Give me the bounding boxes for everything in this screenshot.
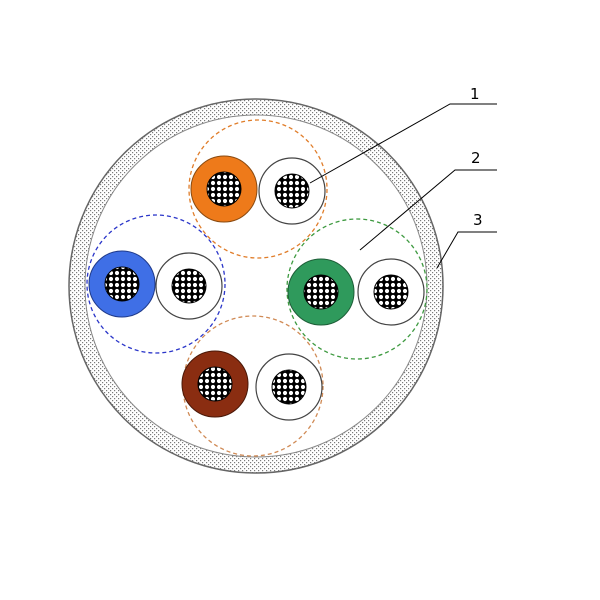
leader-2 <box>359 169 497 251</box>
brown-white-wire <box>255 353 323 421</box>
orange-pair <box>190 155 326 225</box>
conductor <box>274 173 310 209</box>
brown-wire <box>181 350 249 418</box>
conductor <box>303 274 339 310</box>
leader-3 <box>436 231 497 269</box>
conductor <box>104 266 140 302</box>
blue-pair-outline <box>86 214 226 354</box>
leader-1 <box>309 103 497 184</box>
orange-wire <box>190 155 258 223</box>
conductor <box>171 268 207 304</box>
orange-pair-outline <box>188 119 328 259</box>
callout-label-2: 2 <box>471 149 481 167</box>
callout-label-1: 1 <box>470 85 480 103</box>
callout-leaders <box>309 103 497 269</box>
green-pair-outline <box>286 218 428 360</box>
conductor <box>271 369 307 405</box>
outer-jacket <box>68 98 444 474</box>
conductor <box>206 171 242 207</box>
brown-pair <box>181 350 323 421</box>
blue-pair <box>88 250 223 320</box>
conductor <box>197 366 233 402</box>
green-pair <box>287 258 425 326</box>
orange-white-wire <box>258 157 326 225</box>
blue-white-wire <box>155 252 223 320</box>
green-white-wire <box>357 258 425 326</box>
conductor <box>373 274 409 310</box>
callout-label-3: 3 <box>473 211 483 229</box>
blue-wire <box>88 250 156 318</box>
green-wire <box>287 258 355 326</box>
